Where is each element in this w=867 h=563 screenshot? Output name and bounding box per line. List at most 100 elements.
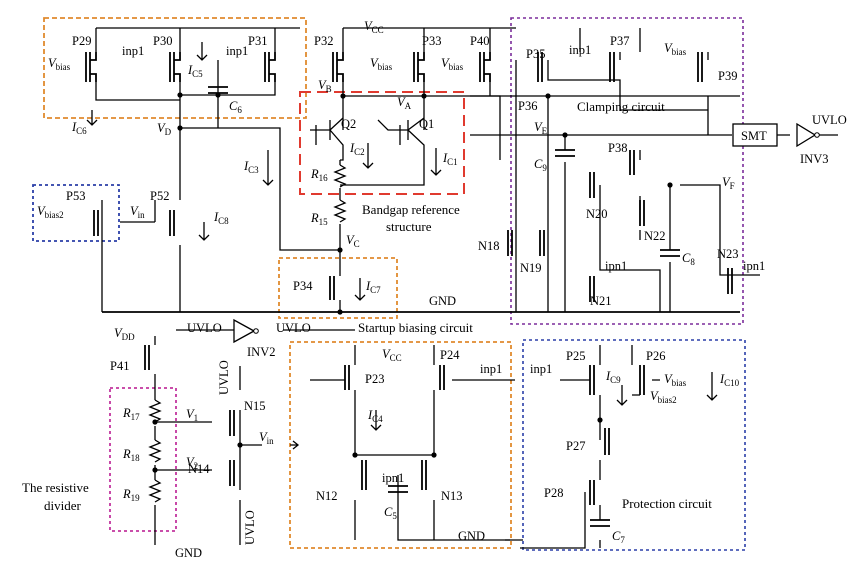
label-n14: N14 — [188, 462, 210, 476]
label-n20: N20 — [586, 207, 608, 221]
label-ve: V — [534, 120, 543, 134]
label-inp1-3: inp1 — [569, 43, 591, 57]
label-p38: P38 — [608, 141, 627, 155]
label-c7-sub: 7 — [620, 535, 625, 545]
capacitor-c9 — [555, 149, 575, 157]
label-ic7: I — [365, 279, 371, 293]
svg-text:VB: VB — [318, 78, 332, 94]
svg-text:Vin: Vin — [130, 204, 145, 220]
label-n19: N19 — [520, 261, 542, 275]
bias-block-bottom-outline — [278, 257, 398, 319]
label-ipn1-1: ipn1 — [605, 259, 627, 273]
label-vbias-2: V — [370, 56, 379, 70]
label-p30: P30 — [153, 34, 172, 48]
label-ic8: I — [213, 210, 219, 224]
label-va: V — [397, 95, 406, 109]
label-vbias2-1: V — [37, 204, 46, 218]
startup-circuit-label: Startup biasing circuit — [358, 320, 473, 335]
label-ic4: I — [367, 408, 373, 422]
labels: P29 P30 P31 P32 P33 P40 P35 P36 P37 P39 … — [22, 19, 847, 560]
label-vf: V — [722, 175, 731, 189]
bandgap-outline — [299, 91, 465, 195]
label-p52: P52 — [150, 189, 169, 203]
label-uvlo-inv2-in: UVLO — [187, 321, 222, 335]
svg-text:R19: R19 — [122, 487, 140, 503]
label-vin-2: V — [259, 430, 268, 444]
label-uvlo-inv2-out: UVLO — [276, 321, 311, 335]
label-vbias-1: V — [48, 56, 57, 70]
label-ic10: I — [719, 372, 725, 386]
bias-block-left-outline — [32, 184, 120, 242]
divider-label-2: divider — [44, 498, 81, 513]
label-gnd-1: GND — [429, 294, 456, 308]
resistor-r16 — [333, 164, 347, 188]
bias-block-top-outline — [43, 17, 307, 119]
label-n21: N21 — [590, 294, 612, 308]
svg-text:IC1: IC1 — [442, 151, 458, 167]
label-r16-sub: 16 — [319, 173, 329, 183]
label-p31: P31 — [248, 34, 267, 48]
label-smt: SMT — [741, 129, 767, 143]
label-p28: P28 — [544, 486, 563, 500]
clamping-circuit-outline — [510, 17, 744, 325]
label-inp1-1: inp1 — [122, 44, 144, 58]
svg-text:IC10: IC10 — [719, 372, 740, 388]
svg-text:V2: V2 — [186, 455, 198, 471]
svg-text:VF: VF — [722, 175, 735, 191]
label-c9-sub: 9 — [542, 163, 547, 173]
svg-text:VC: VC — [346, 233, 360, 249]
svg-text:Vbias2: Vbias2 — [650, 389, 677, 405]
svg-text:C5: C5 — [384, 505, 397, 521]
svg-text:V1: V1 — [186, 407, 198, 423]
label-vdd: V — [114, 326, 123, 340]
svg-text:Vbias: Vbias — [664, 372, 687, 388]
label-vin-1: V — [130, 204, 139, 218]
bandgap-label-2: structure — [386, 219, 432, 234]
bandgap-label-1: Bandgap reference — [362, 202, 460, 217]
label-r17-sub: 17 — [131, 412, 141, 422]
label-r18: R — [122, 447, 131, 461]
label-uvlo-n15: UVLO — [217, 360, 231, 395]
label-vbias-3: V — [441, 56, 450, 70]
divider-label-1: The resistive — [22, 480, 89, 495]
resistor-r18 — [148, 439, 162, 463]
label-c6: C — [229, 99, 238, 113]
label-r15: R — [310, 211, 319, 225]
label-c5-sub: 5 — [392, 511, 397, 521]
resistor-r15 — [333, 199, 347, 223]
label-ic1-sub: C1 — [447, 157, 458, 167]
svg-text:Vin: Vin — [259, 430, 274, 446]
label-p32: P32 — [314, 34, 333, 48]
svg-text:VE: VE — [534, 120, 548, 136]
label-r18-sub: 18 — [131, 453, 141, 463]
label-v1: V — [186, 407, 195, 421]
label-r19: R — [122, 487, 131, 501]
svg-text:IC5: IC5 — [187, 63, 203, 79]
label-c9: C — [534, 157, 543, 171]
svg-text:Vbias: Vbias — [441, 56, 464, 72]
svg-text:IC2: IC2 — [349, 141, 365, 157]
capacitor-c6 — [208, 86, 228, 94]
svg-text:R16: R16 — [310, 167, 328, 183]
label-q2: Q2 — [341, 117, 356, 131]
svg-text:Vbias2: Vbias2 — [37, 204, 64, 220]
svg-text:VA: VA — [397, 95, 412, 111]
label-c8: C — [682, 251, 691, 265]
label-c7: C — [612, 529, 621, 543]
label-vb: V — [318, 78, 327, 92]
inv2-symbol — [233, 318, 256, 344]
label-gnd-3: GND — [175, 546, 202, 560]
label-p36: P36 — [518, 99, 537, 113]
label-p26: P26 — [646, 349, 665, 363]
junction-dots — [152, 92, 673, 473]
capacitor-c5 — [388, 485, 408, 493]
label-vcc-1: V — [364, 19, 373, 33]
label-p23: P23 — [365, 372, 384, 386]
svg-text:IC4: IC4 — [367, 408, 383, 424]
label-vd: V — [157, 121, 166, 135]
current-arrows — [86, 42, 718, 450]
svg-text:R17: R17 — [122, 406, 140, 422]
label-p40: P40 — [470, 34, 489, 48]
svg-text:Vbias: Vbias — [48, 56, 71, 72]
